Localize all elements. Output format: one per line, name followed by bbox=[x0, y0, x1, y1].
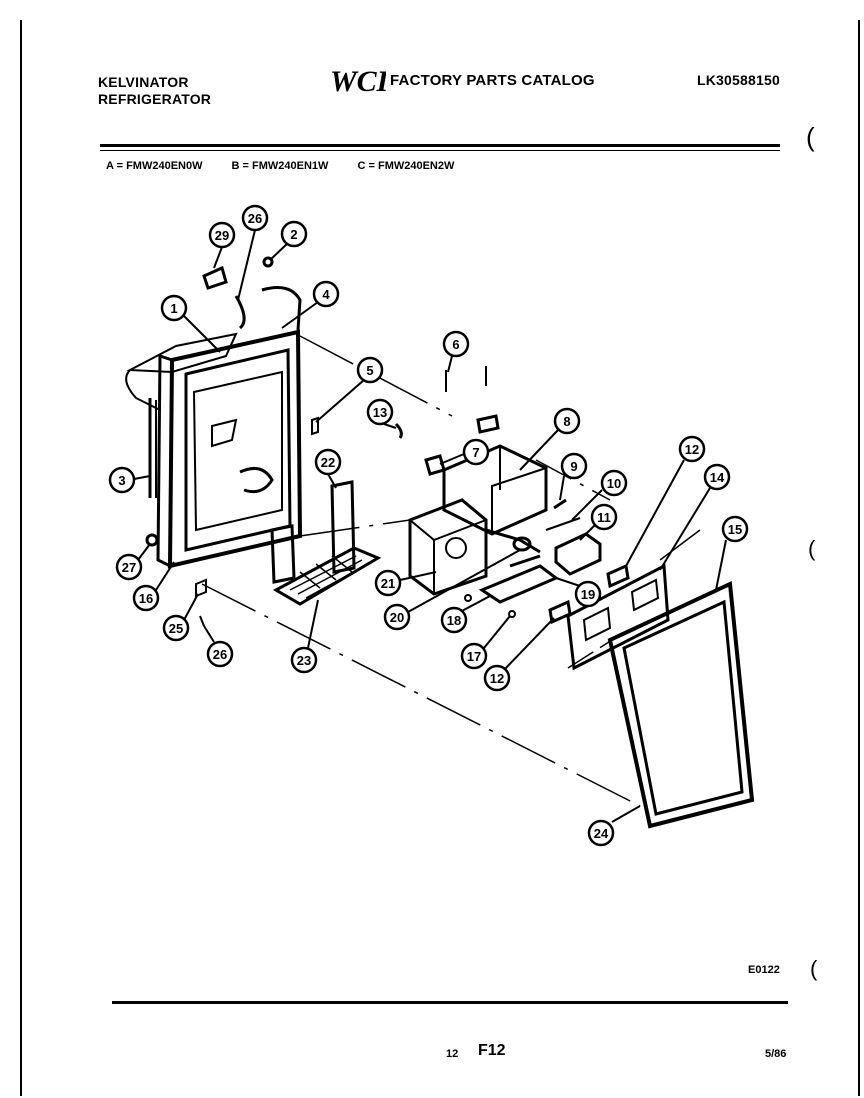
svg-text:6: 6 bbox=[452, 337, 459, 352]
svg-text:27: 27 bbox=[122, 560, 136, 575]
svg-text:19: 19 bbox=[581, 587, 595, 602]
wci-logo-mark: WCI bbox=[328, 64, 390, 98]
callout-8: 8 bbox=[519, 407, 581, 471]
model-b: B = FMW240EN1W bbox=[231, 160, 329, 172]
page-code: F12 bbox=[478, 1042, 506, 1059]
svg-text:16: 16 bbox=[139, 591, 153, 606]
punch-mark: ( bbox=[806, 122, 815, 152]
callout-22: 22 bbox=[314, 448, 342, 489]
svg-text:25: 25 bbox=[169, 621, 183, 636]
callout-18: 18 bbox=[440, 595, 491, 634]
svg-text:2: 2 bbox=[290, 227, 297, 242]
svg-text:3: 3 bbox=[118, 473, 125, 488]
svg-text:15: 15 bbox=[728, 522, 742, 537]
brand-line2: REFRIGERATOR bbox=[98, 91, 212, 107]
svg-text:4: 4 bbox=[322, 287, 330, 302]
svg-text:13: 13 bbox=[373, 405, 387, 420]
svg-text:1: 1 bbox=[170, 301, 177, 316]
svg-text:17: 17 bbox=[467, 649, 481, 664]
drawing-code: E0122 bbox=[748, 964, 780, 976]
callout-1: 1 bbox=[160, 294, 221, 353]
callout-23: 23 bbox=[290, 599, 319, 674]
callout-10: 10 bbox=[571, 469, 628, 521]
punch-mark-bottom: ( bbox=[810, 956, 818, 981]
model-a: A = FMW240EN0W bbox=[106, 160, 203, 172]
callout-24: 24 bbox=[587, 805, 641, 847]
svg-text:8: 8 bbox=[563, 414, 570, 429]
callout-29: 29 bbox=[208, 221, 236, 269]
callout-6: 6 bbox=[442, 330, 470, 373]
callout-2: 2 bbox=[269, 220, 308, 261]
callout-27: 27 bbox=[115, 543, 151, 581]
svg-text:20: 20 bbox=[390, 610, 404, 625]
callout-4: 4 bbox=[281, 280, 340, 329]
callout-12-bottom: 12 bbox=[483, 617, 555, 692]
catalog-date: 5/86 bbox=[765, 1048, 787, 1060]
svg-text:24: 24 bbox=[594, 826, 609, 841]
callout-group: 29 26 2 1 4 5 3 6 13 7 8 9 10 11 12 14 1… bbox=[108, 204, 749, 847]
svg-text:12: 12 bbox=[490, 671, 504, 686]
callout-13: 13 bbox=[366, 398, 397, 429]
svg-text:22: 22 bbox=[321, 455, 335, 470]
svg-text:26: 26 bbox=[213, 647, 227, 662]
callout-5: 5 bbox=[315, 356, 384, 423]
callout-3: 3 bbox=[108, 466, 151, 494]
svg-text:7: 7 bbox=[472, 445, 479, 460]
callout-12-top: 12 bbox=[625, 435, 706, 567]
header-rule bbox=[100, 144, 780, 147]
callout-7: 7 bbox=[439, 438, 490, 466]
catalog-title: FACTORY PARTS CATALOG bbox=[390, 72, 595, 89]
callout-26-top: 26 bbox=[237, 204, 269, 301]
brand-block: KELVINATOR REFRIGERATOR bbox=[98, 74, 211, 108]
punch-mark-mid: ( bbox=[808, 536, 816, 561]
wci-logo: WCI bbox=[328, 64, 390, 101]
header-rule-thin bbox=[100, 150, 780, 151]
svg-text:23: 23 bbox=[297, 653, 311, 668]
svg-text:11: 11 bbox=[597, 510, 611, 525]
svg-text:26: 26 bbox=[248, 211, 262, 226]
model-c: C = FMW240EN2W bbox=[357, 160, 455, 172]
callout-9: 9 bbox=[559, 452, 588, 501]
model-list: A = FMW240EN0W B = FMW240EN1W C = FMW240… bbox=[106, 160, 480, 172]
svg-text:10: 10 bbox=[607, 476, 621, 491]
footer-rule bbox=[112, 1001, 788, 1004]
callout-11: 11 bbox=[579, 503, 618, 541]
catalog-number: LK30588150 bbox=[697, 72, 780, 88]
callout-26-bottom: 26 bbox=[203, 625, 234, 668]
wci-logo-text: WCI bbox=[330, 65, 386, 96]
callout-20: 20 bbox=[383, 549, 521, 631]
svg-text:21: 21 bbox=[381, 576, 395, 591]
page-border bbox=[20, 20, 860, 1096]
svg-text:12: 12 bbox=[685, 442, 699, 457]
callout-25: 25 bbox=[162, 593, 199, 642]
svg-text:18: 18 bbox=[447, 613, 461, 628]
brand-line1: KELVINATOR bbox=[98, 74, 189, 90]
page-number: 12 bbox=[446, 1048, 459, 1060]
svg-text:14: 14 bbox=[710, 470, 725, 485]
callout-21: 21 bbox=[374, 569, 437, 597]
svg-text:9: 9 bbox=[570, 459, 577, 474]
svg-text:29: 29 bbox=[215, 228, 229, 243]
svg-text:5: 5 bbox=[366, 363, 373, 378]
callout-14: 14 bbox=[659, 463, 731, 571]
callout-15: 15 bbox=[715, 515, 749, 591]
callout-19: 19 bbox=[555, 577, 602, 608]
callout-16: 16 bbox=[132, 561, 175, 612]
callout-17: 17 bbox=[460, 615, 511, 670]
